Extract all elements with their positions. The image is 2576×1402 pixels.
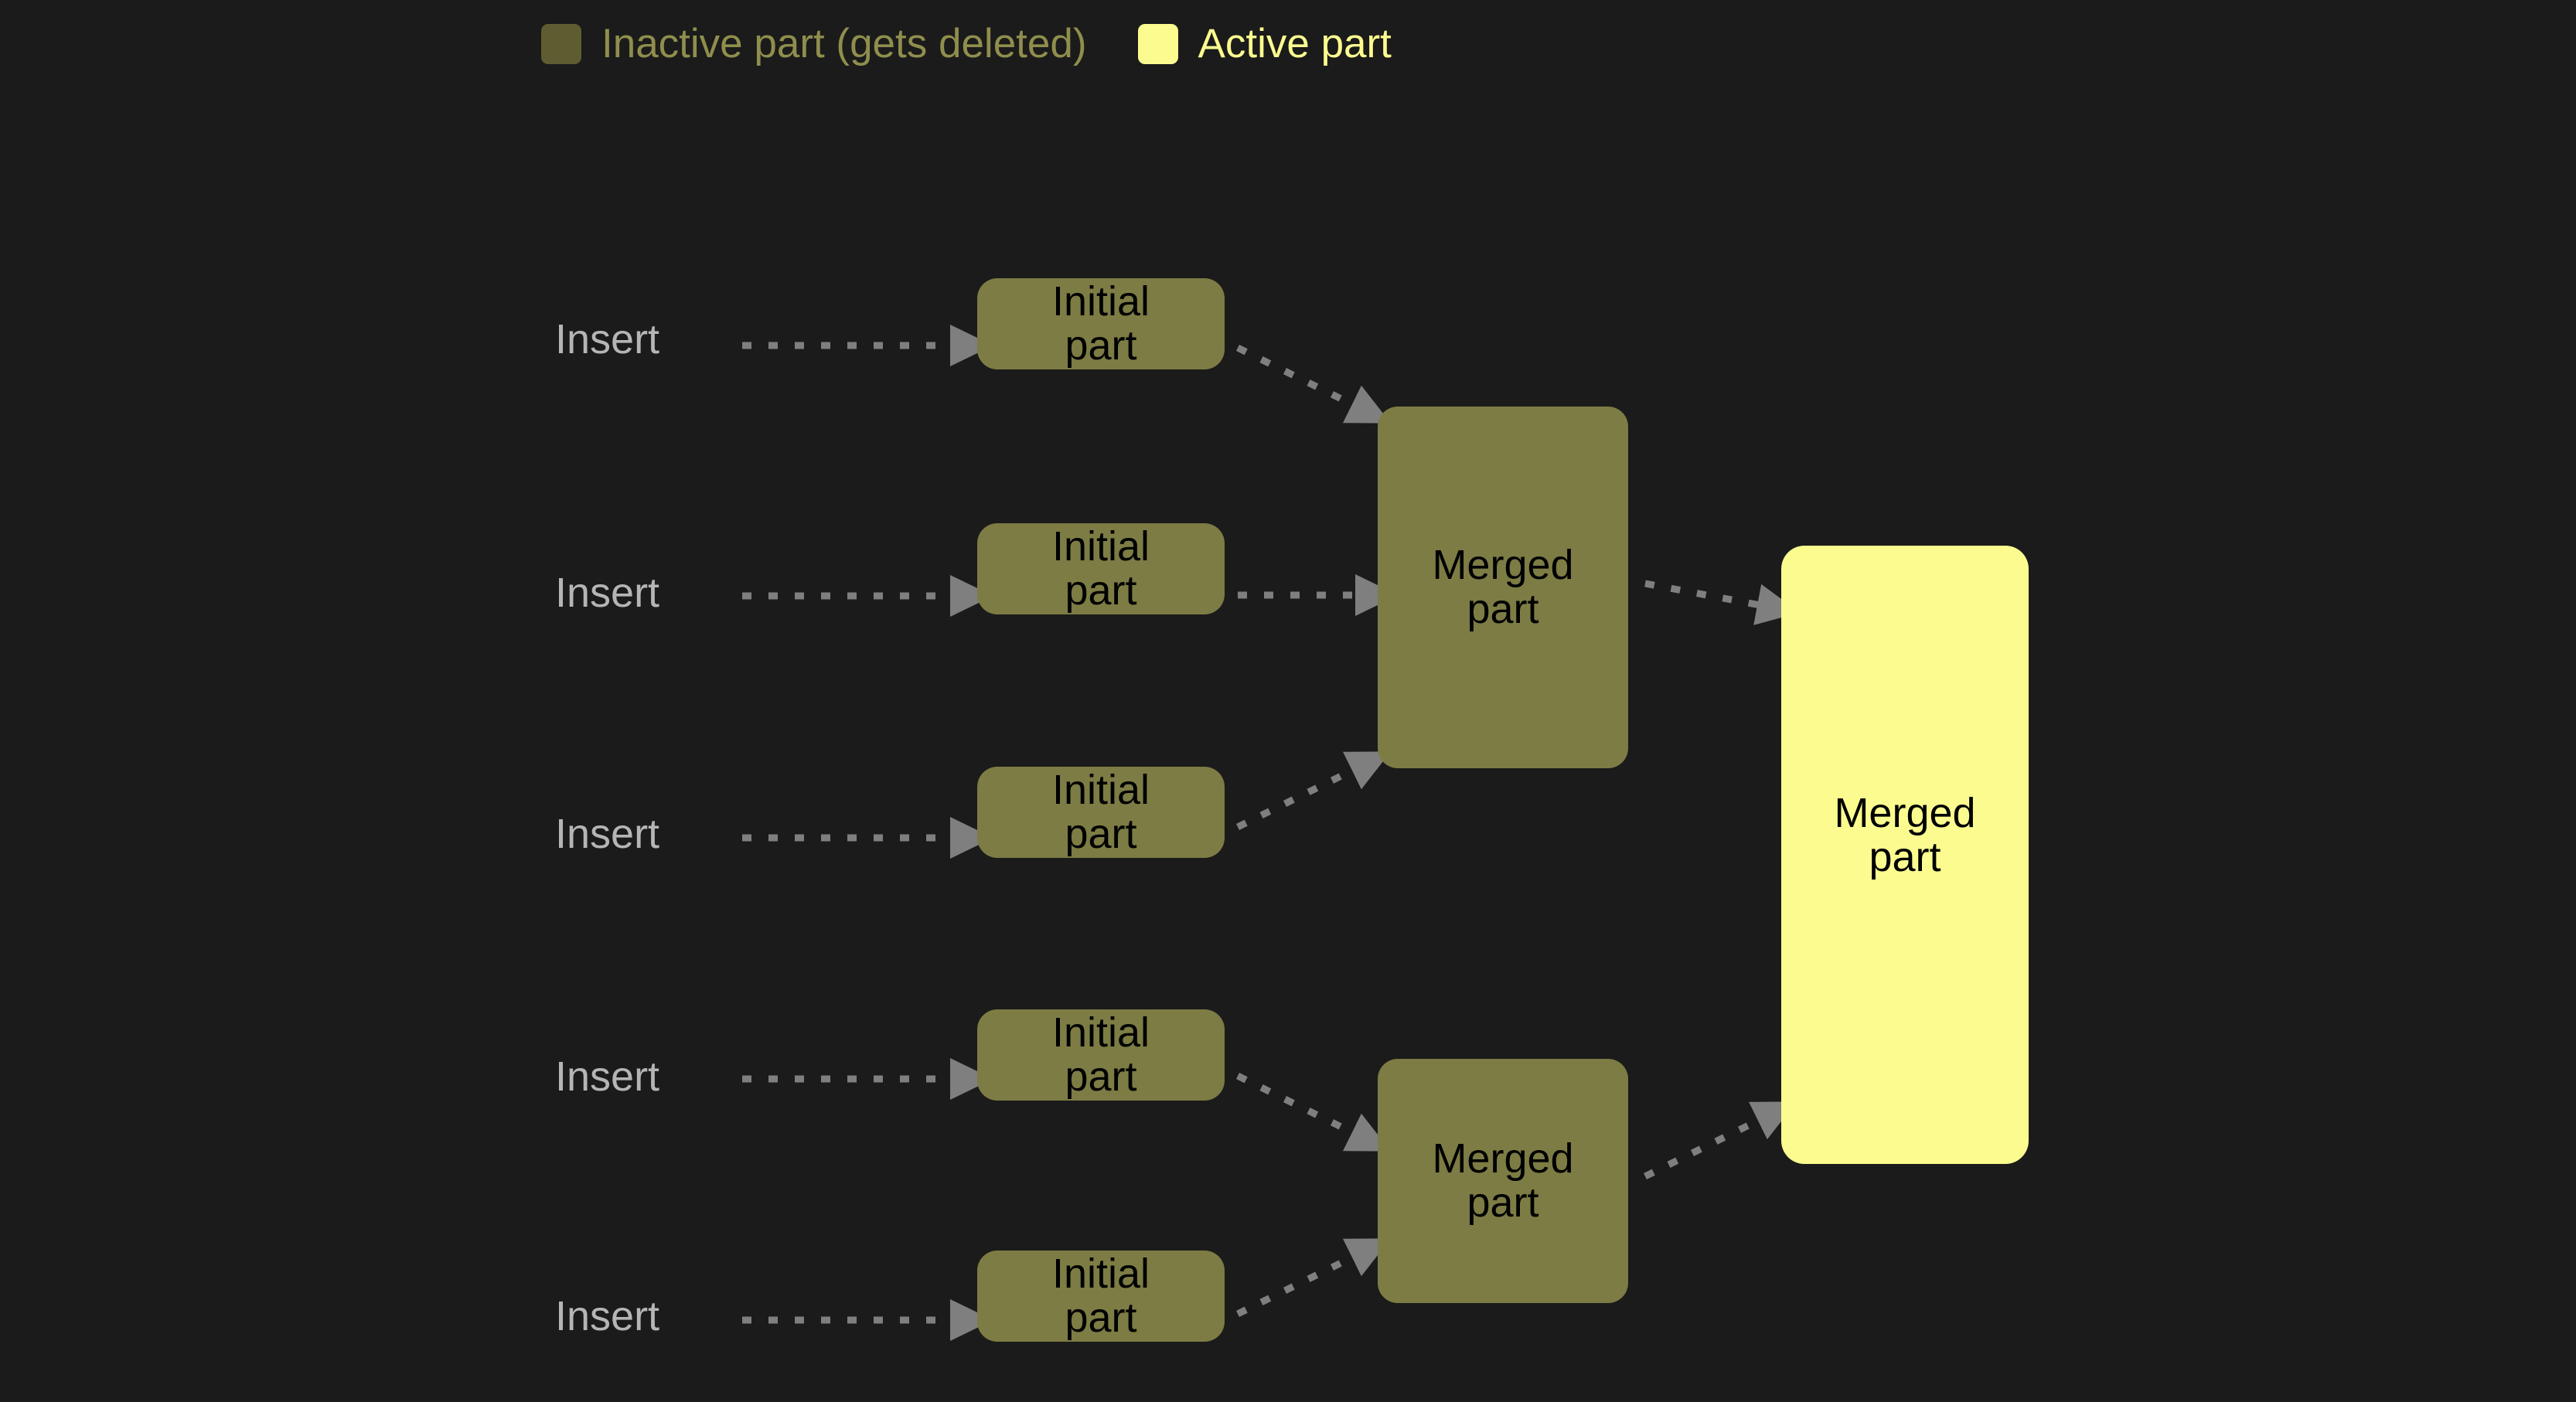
legend-label-active: Active part [1198,21,1392,66]
legend-item-active: Active part [1137,21,1392,66]
insert-label-2: Insert [555,570,660,616]
insert-label-5: Insert [555,1293,660,1339]
arrow-initial5-to-merged2 [1236,1238,1391,1318]
node-merged-part-final[interactable]: Merged part [1781,546,2029,1164]
node-initial-part-4[interactable]: Initial part [977,1009,1225,1101]
node-initial-part-2[interactable]: Initial part [977,523,1225,614]
arrow-initial4-to-merged2 [1236,1072,1391,1152]
node-initial-part-5[interactable]: Initial part [977,1251,1225,1342]
legend: Inactive part (gets deleted) Active part [541,23,1392,64]
square-swatch-icon [541,23,581,64]
node-merged-part-1[interactable]: Merged part [1378,407,1628,768]
node-merged-part-2[interactable]: Merged part [1378,1059,1628,1303]
insert-label-4: Insert [555,1053,660,1100]
node-initial-part-1[interactable]: Initial part [977,278,1225,369]
insert-label-3: Insert [555,811,660,857]
arrow-initial3-to-merged1 [1236,751,1391,831]
arrow-merged1-to-final [1644,580,1800,625]
arrow-merged2-to-final [1644,1101,1797,1180]
insert-label-1: Insert [555,316,660,362]
node-initial-part-3[interactable]: Initial part [977,767,1225,858]
legend-item-inactive: Inactive part (gets deleted) [541,23,1087,64]
square-swatch-icon [1137,23,1178,64]
arrow-initial1-to-merged1 [1236,344,1391,424]
legend-label-inactive: Inactive part (gets deleted) [601,21,1087,66]
